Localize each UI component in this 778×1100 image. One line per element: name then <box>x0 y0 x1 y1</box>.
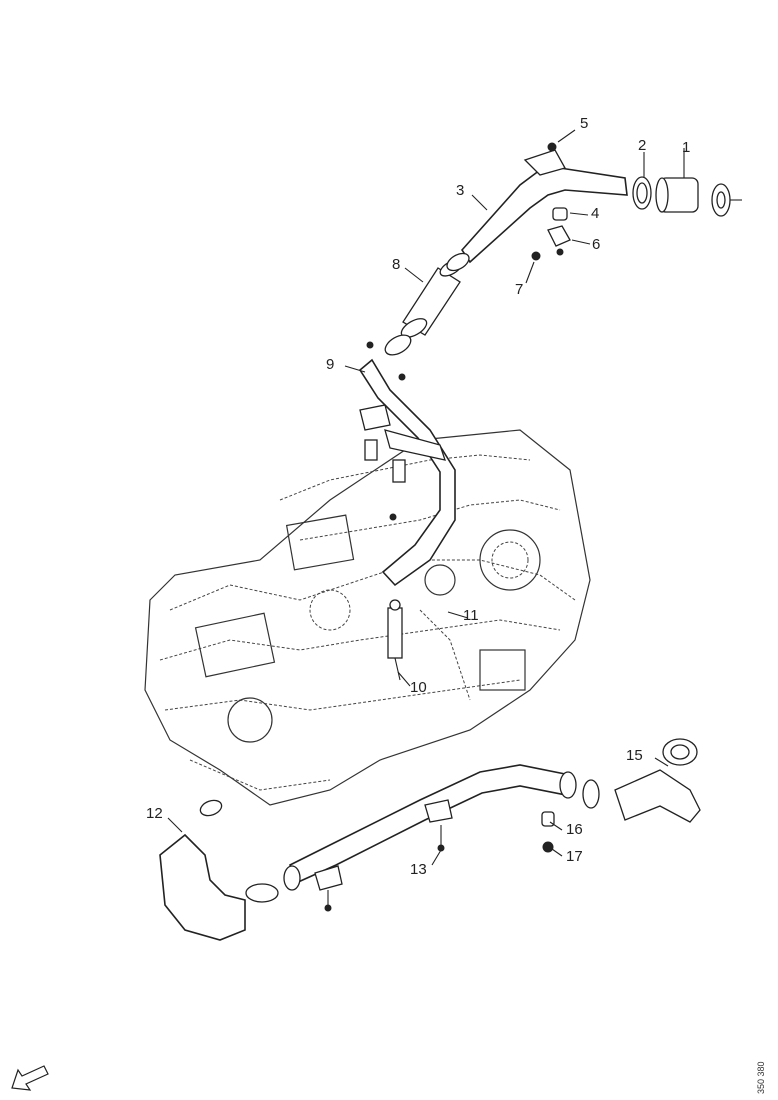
callout-5: 5 <box>580 115 589 132</box>
nut <box>547 142 557 152</box>
intake-pipe-upper <box>460 149 628 264</box>
callout-6: 6 <box>592 236 601 253</box>
callout-8: 8 <box>392 256 401 273</box>
intake-pipe-lower <box>289 764 577 891</box>
air-duct-sleeve <box>655 177 699 213</box>
callout-3: 3 <box>456 182 465 199</box>
callout-4: 4 <box>591 205 600 222</box>
bracket-clip <box>547 225 571 247</box>
drawing-reference-code: 350 380 <box>752 1048 776 1096</box>
callout-17: 17 <box>566 848 583 865</box>
drawing-reference-text: 350 380 <box>756 1061 766 1094</box>
gearbox-assembly <box>144 429 591 806</box>
intake-pipe-middle <box>358 341 456 587</box>
washer <box>531 251 541 261</box>
callout-15: 15 <box>626 747 643 764</box>
clamp-ring-inner <box>636 182 648 204</box>
lower-clamp <box>245 883 279 903</box>
callout-9: 9 <box>326 356 335 373</box>
leader-lines <box>167 129 685 866</box>
callout-7: 7 <box>515 281 524 298</box>
elbow-hose <box>614 738 701 823</box>
callout-13: 13 <box>410 861 427 878</box>
lower-clamp-ring <box>582 779 600 809</box>
callout-2: 2 <box>638 137 647 154</box>
hose-clamp <box>384 334 412 356</box>
mounting-stud <box>387 607 403 659</box>
nut-lower <box>542 841 554 853</box>
callout-1: 1 <box>682 139 691 156</box>
callout-11: 11 <box>463 607 479 624</box>
spacer <box>552 207 568 221</box>
callout-12: 12 <box>146 805 163 822</box>
front-direction-arrow-icon <box>11 1065 49 1091</box>
lower-elbow-hose <box>159 799 246 941</box>
callout-16: 16 <box>566 821 583 838</box>
callout-10: 10 <box>410 679 427 696</box>
